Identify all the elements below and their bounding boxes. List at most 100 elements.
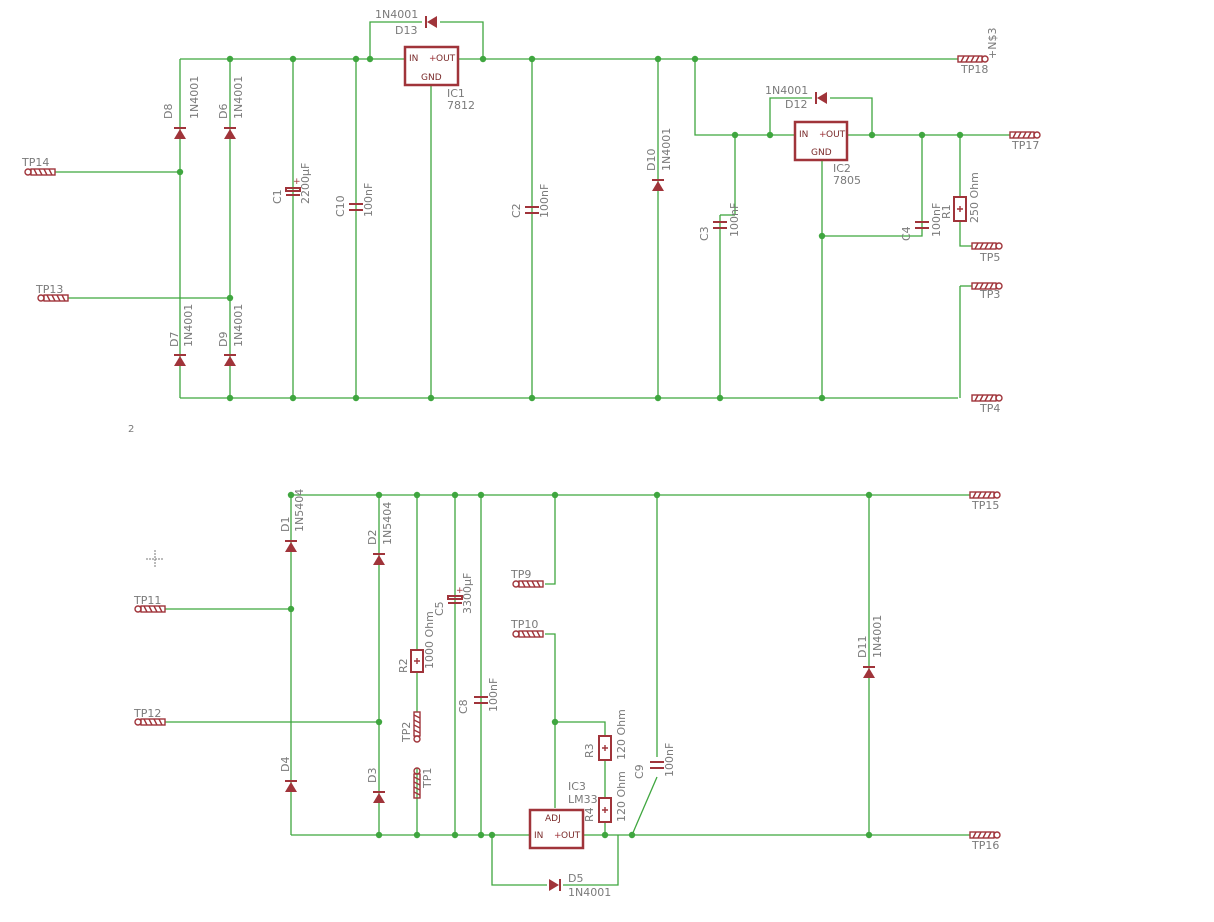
- r1-ref: R1: [940, 204, 953, 219]
- diode-d13: 1N4001 D13: [375, 8, 437, 37]
- ic2-pin-out: OUT: [826, 130, 846, 140]
- testpoint-tp11[interactable]: TP11: [133, 594, 166, 613]
- c9-ref: C9: [633, 764, 646, 779]
- tp13-label: TP13: [35, 283, 63, 296]
- testpoint-tp3[interactable]: TP3: [971, 282, 1003, 301]
- c3-ref: C3: [698, 226, 711, 241]
- svg-text:+: +: [456, 586, 464, 596]
- d7-value: 1N4001: [182, 304, 195, 347]
- c10-ref: C10: [334, 195, 347, 217]
- tp11-label: TP11: [133, 594, 161, 607]
- sheet-marker: 2: [128, 424, 134, 435]
- r4-ref: R4: [583, 807, 596, 822]
- c1-ref: C1: [271, 189, 284, 204]
- testpoint-tp17[interactable]: TP17: [1009, 131, 1041, 152]
- d2-ref: D2: [366, 530, 379, 545]
- tp3-label: TP3: [979, 288, 1000, 301]
- capacitor-c4: C4 100nF: [900, 203, 943, 241]
- regulator-ic1: IN + OUT GND IC1 7812: [403, 45, 475, 112]
- c5-ref: C5: [433, 601, 446, 616]
- testpoint-tp10[interactable]: TP10: [510, 618, 544, 638]
- testpoint-tp15[interactable]: TP15: [969, 491, 1001, 512]
- r1-value: 250 Ohm: [968, 172, 981, 223]
- d1-value: 1N5404: [293, 489, 306, 532]
- tp9-label: TP9: [510, 568, 531, 581]
- ic2-pin-gnd: GND: [811, 148, 832, 158]
- regulator-ic3: ADJ IN + OUT IC3 LM33: [528, 780, 598, 850]
- ic3-ref: IC3: [568, 780, 586, 793]
- c4-value: 100nF: [930, 203, 943, 237]
- testpoint-tp5[interactable]: TP5: [971, 242, 1003, 264]
- tp14-label: TP14: [21, 156, 49, 169]
- c3-value: 100nF: [728, 203, 741, 237]
- c9-value: 100nF: [663, 743, 676, 777]
- d5-value: 1N4001: [568, 886, 611, 899]
- diode-d6: D6 1N4001: [217, 76, 245, 139]
- testpoint-tp13[interactable]: TP13: [35, 283, 69, 302]
- tp12-label: TP12: [133, 707, 161, 720]
- d1-ref: D1: [279, 517, 292, 532]
- diode-d7: D7 1N4001: [168, 304, 195, 366]
- ic3-pin-adj: ADJ: [545, 814, 561, 824]
- diode-d8: D8 1N4001: [162, 76, 201, 139]
- capacitor-c3: C3 100nF: [698, 203, 741, 241]
- capacitor-c8: C8 100nF: [457, 678, 500, 714]
- svg-text:+: +: [819, 130, 827, 140]
- diode-d1: D1 1N5404: [279, 489, 306, 552]
- testpoint-tp9[interactable]: TP9: [510, 568, 544, 588]
- d9-value: 1N4001: [232, 304, 245, 347]
- resistor-r4: R4 120 Ohm: [583, 771, 628, 823]
- diode-d10: D10 1N4001: [645, 128, 673, 191]
- d3-ref: D3: [366, 768, 379, 783]
- d10-ref: D10: [645, 149, 658, 171]
- tp1-label: TP1: [421, 768, 434, 789]
- testpoint-tp16[interactable]: TP16: [969, 831, 1001, 852]
- testpoint-tp12[interactable]: TP12: [133, 707, 166, 726]
- svg-text:+: +: [429, 54, 437, 64]
- ic2-ref: IC2: [833, 162, 851, 175]
- capacitor-c10: C10 100nF: [334, 183, 375, 217]
- capacitor-c9: C9 100nF: [633, 743, 676, 779]
- ic2-value: 7805: [833, 174, 861, 187]
- r2-ref: R2: [397, 658, 410, 673]
- testpoint-tp4[interactable]: TP4: [971, 394, 1003, 415]
- tp10-label: TP10: [510, 618, 538, 631]
- r4-value: 120 Ohm: [615, 771, 628, 822]
- c8-ref: C8: [457, 699, 470, 714]
- tp17-label: TP17: [1011, 139, 1039, 152]
- resistor-r3: R3 120 Ohm: [583, 709, 628, 761]
- capacitor-c5: + C5 3300µF: [433, 573, 474, 616]
- d12-ref: D12: [785, 98, 807, 111]
- d7-ref: D7: [168, 332, 181, 347]
- testpoint-tp1[interactable]: TP1: [413, 767, 434, 799]
- capacitor-c2: C2 100nF: [510, 184, 551, 218]
- testpoint-tp2[interactable]: TP2: [400, 711, 421, 743]
- c2-ref: C2: [510, 203, 523, 218]
- upper-wires: [55, 21, 1010, 399]
- tp4-label: TP4: [979, 402, 1000, 415]
- d13-ref: D13: [395, 24, 417, 37]
- testpoint-tp18[interactable]: TP18 +N$3: [957, 28, 999, 76]
- ic3-pin-out: OUT: [561, 831, 581, 841]
- tp15-label: TP15: [971, 499, 999, 512]
- ic2-pin-in: IN: [799, 130, 808, 140]
- r2-value: 1000 Ohm: [423, 611, 436, 669]
- ic1-pin-gnd: GND: [421, 73, 442, 83]
- svg-text:+: +: [293, 177, 301, 187]
- tp16-label: TP16: [971, 839, 999, 852]
- d6-ref: D6: [217, 104, 230, 119]
- c4-ref: C4: [900, 226, 913, 241]
- c8-value: 100nF: [487, 678, 500, 712]
- d12-value: 1N4001: [765, 84, 808, 97]
- d8-value: 1N4001: [188, 76, 201, 119]
- c5-value: 3300µF: [461, 573, 474, 614]
- diode-d4: D4: [279, 757, 297, 792]
- c2-value: 100nF: [538, 184, 551, 218]
- net-label: +N$3: [986, 28, 999, 59]
- d13-value: 1N4001: [375, 8, 418, 21]
- capacitor-c1: + C1 2200µF: [271, 163, 312, 204]
- tp18-label: TP18: [960, 63, 988, 76]
- r3-value: 120 Ohm: [615, 709, 628, 760]
- testpoint-tp14[interactable]: TP14: [21, 156, 56, 176]
